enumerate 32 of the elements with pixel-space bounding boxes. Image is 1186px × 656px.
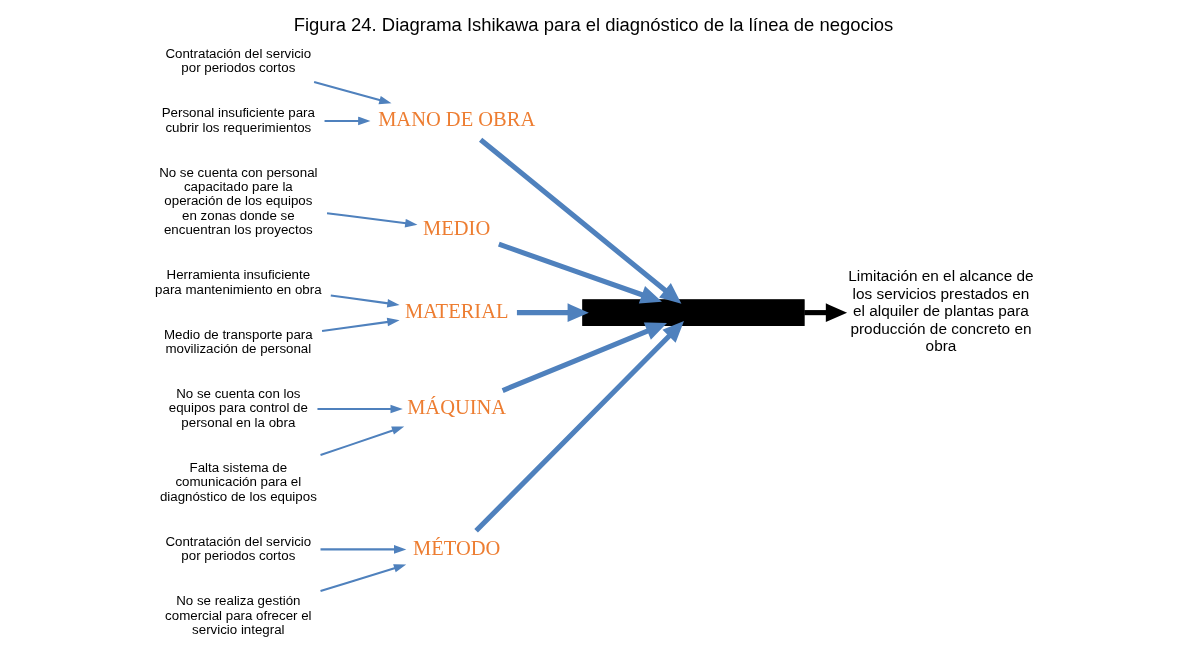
node-text: Falta sistema de comunicación para el diagnóstico de los equipos: [159, 459, 317, 504]
arrow: [319, 426, 404, 457]
node-text: No se cuenta con los equipos para control de personal en la obra: [168, 386, 308, 430]
arrow: [497, 241, 662, 304]
node-text: MÁQUINA: [406, 396, 506, 419]
node-text: Herramienta insuficiente para mantenimiento en obra: [154, 267, 322, 297]
arrow: [321, 317, 400, 332]
arrow: [516, 303, 589, 322]
arrow: [313, 81, 391, 105]
arrow: [324, 116, 370, 126]
node-text: MATERIAL: [404, 299, 508, 322]
arrow: [316, 404, 403, 414]
arrow: [803, 303, 847, 322]
node-text: MÉTODO: [412, 536, 500, 559]
node-bar: [581, 299, 805, 326]
arrow: [501, 322, 667, 393]
node-text: Contratación del servicio por periodos cortos: [164, 45, 311, 76]
arrow: [320, 545, 406, 554]
node-text: Limitación en el alcance de los servicios prestados en el alquiler de plantas para producción de concreto en obra: [847, 267, 1034, 355]
arrow: [330, 294, 400, 308]
diagram-title: Figura 24. Diagrama Ishikawa para el diagnóstico de la línea de negocios: [293, 14, 893, 36]
node-text: MEDIO: [422, 216, 490, 239]
node-text: No se cuenta con personal capacitado pare la operación de los equipos en zonas donde se encuentran los proyectos: [158, 164, 318, 238]
arrow: [319, 564, 406, 592]
node-text: MANO DE OBRA: [377, 108, 535, 131]
node-text: No se realiza gestión comercial para ofrecer el servicio integral: [164, 593, 312, 637]
node-text: Medio de transporte para movilización de personal: [163, 326, 313, 357]
arrow: [478, 137, 681, 304]
arrow: [473, 321, 684, 533]
node-text: Contratación del servicio por periodos cortos: [164, 533, 311, 564]
arrow: [326, 212, 417, 228]
node-text: Personal insuficiente para cubrir los requerimientos: [161, 105, 315, 135]
